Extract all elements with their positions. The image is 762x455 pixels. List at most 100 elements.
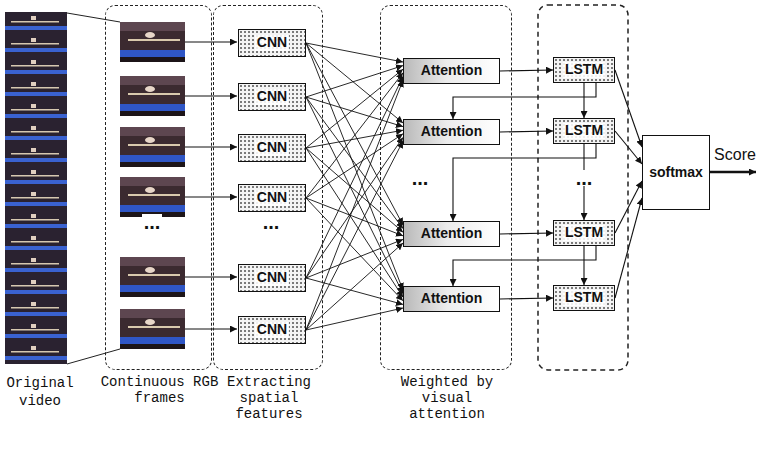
connector (306, 43, 403, 290)
connector (306, 148, 403, 297)
cnn-box: CNN (238, 316, 306, 344)
connector (306, 134, 403, 198)
frame-arrow (185, 96, 237, 97)
cnn-box: CNN (238, 264, 306, 292)
frame-arrow (185, 329, 237, 330)
rgb-frame (120, 177, 185, 217)
cnn-group: Extracting spatial featuresCNNCNNCNNCNNC… (213, 5, 323, 370)
video-frame (5, 12, 67, 34)
ellipsis-text: ... (261, 214, 282, 230)
connector (306, 69, 403, 148)
video-frame (5, 78, 67, 100)
box-label: LSTM (563, 225, 605, 240)
connector (306, 141, 403, 330)
attention-box: Attention (403, 58, 500, 84)
rgb-frame (120, 309, 185, 349)
connector (306, 239, 403, 278)
cnn-box: CNN (238, 29, 306, 57)
frames-group: Continuous RGB frames (105, 5, 212, 370)
video-frame (5, 144, 67, 166)
connector (583, 246, 584, 285)
box-label: Attention (419, 291, 484, 306)
box-label: CNN (255, 140, 289, 155)
connector (500, 70, 553, 71)
video-frame (5, 320, 67, 342)
connector (306, 198, 403, 301)
box-label: Attention (419, 124, 484, 139)
lstm-group-outline (538, 5, 628, 370)
ellipsis: ... (405, 170, 435, 189)
connector (615, 181, 642, 233)
ellipsis: ... (137, 214, 167, 233)
video-frame (5, 166, 67, 188)
connector (306, 198, 403, 236)
connector (615, 198, 642, 298)
box-label: CNN (255, 89, 289, 104)
connector (306, 43, 403, 62)
connector (500, 298, 553, 299)
cnn-box: CNN (238, 134, 306, 162)
lstm-box: LSTM (553, 118, 615, 144)
connector (306, 148, 403, 232)
frame-arrow (185, 277, 237, 278)
connector (583, 83, 584, 118)
connector (453, 83, 596, 119)
frame-arrow (185, 197, 237, 198)
connector (306, 308, 403, 330)
connector (615, 131, 642, 164)
group-label: Continuous RGB frames (94, 374, 226, 406)
video-frame (5, 276, 67, 298)
box-label: CNN (255, 190, 289, 205)
connector (500, 131, 553, 132)
group-label: Extracting spatial features (219, 374, 319, 422)
softmax-box: softmax (642, 135, 710, 210)
lstm-box: LSTM (553, 220, 615, 246)
frame-arrow (185, 42, 237, 43)
attention-box: Attention (403, 119, 500, 145)
rgb-frames (120, 22, 185, 349)
video-label-text: Original video (6, 375, 73, 409)
connector (500, 233, 553, 234)
connector (306, 43, 403, 123)
video-label: Original video (3, 373, 77, 409)
attention-box: Attention (403, 221, 500, 247)
connector (306, 43, 403, 225)
video-frame (5, 56, 67, 78)
attention-box: Attention (403, 286, 500, 312)
video-frame (5, 210, 67, 232)
frame-arrow (185, 147, 237, 148)
connector (306, 130, 403, 148)
output-arrow (709, 171, 756, 174)
connector (306, 97, 403, 294)
ellipsis: ... (256, 214, 286, 233)
box-label: CNN (255, 270, 289, 285)
video-frame (5, 34, 67, 56)
ellipsis-text: ... (410, 170, 431, 186)
box-label: LSTM (563, 123, 605, 138)
cnn-box: CNN (238, 184, 306, 212)
box-label: CNN (255, 35, 289, 50)
frame-arrows (185, 42, 237, 329)
rgb-frame (120, 127, 185, 167)
output-label: Score (711, 146, 759, 164)
rgb-frame (120, 76, 185, 116)
ellipsis: ... (569, 170, 599, 189)
box-label: CNN (255, 322, 289, 337)
connector (453, 144, 596, 221)
cnn-box: CNN (238, 83, 306, 111)
connector (306, 137, 403, 278)
box-label: softmax (647, 165, 705, 180)
ellipsis-text: ... (574, 170, 595, 186)
box-label: LSTM (563, 62, 605, 77)
video-strip (5, 12, 67, 364)
video-frame (5, 342, 67, 364)
lstm-box: LSTM (553, 285, 615, 311)
connector (453, 246, 596, 286)
rgb-frame (120, 257, 185, 297)
group-label: Weighted by visual attention (397, 374, 497, 422)
connector (306, 73, 403, 198)
box-label: Attention (419, 226, 484, 241)
expand-line (67, 349, 120, 364)
attention-group: Weighted by visual attentionAttentionAtt… (380, 5, 512, 370)
